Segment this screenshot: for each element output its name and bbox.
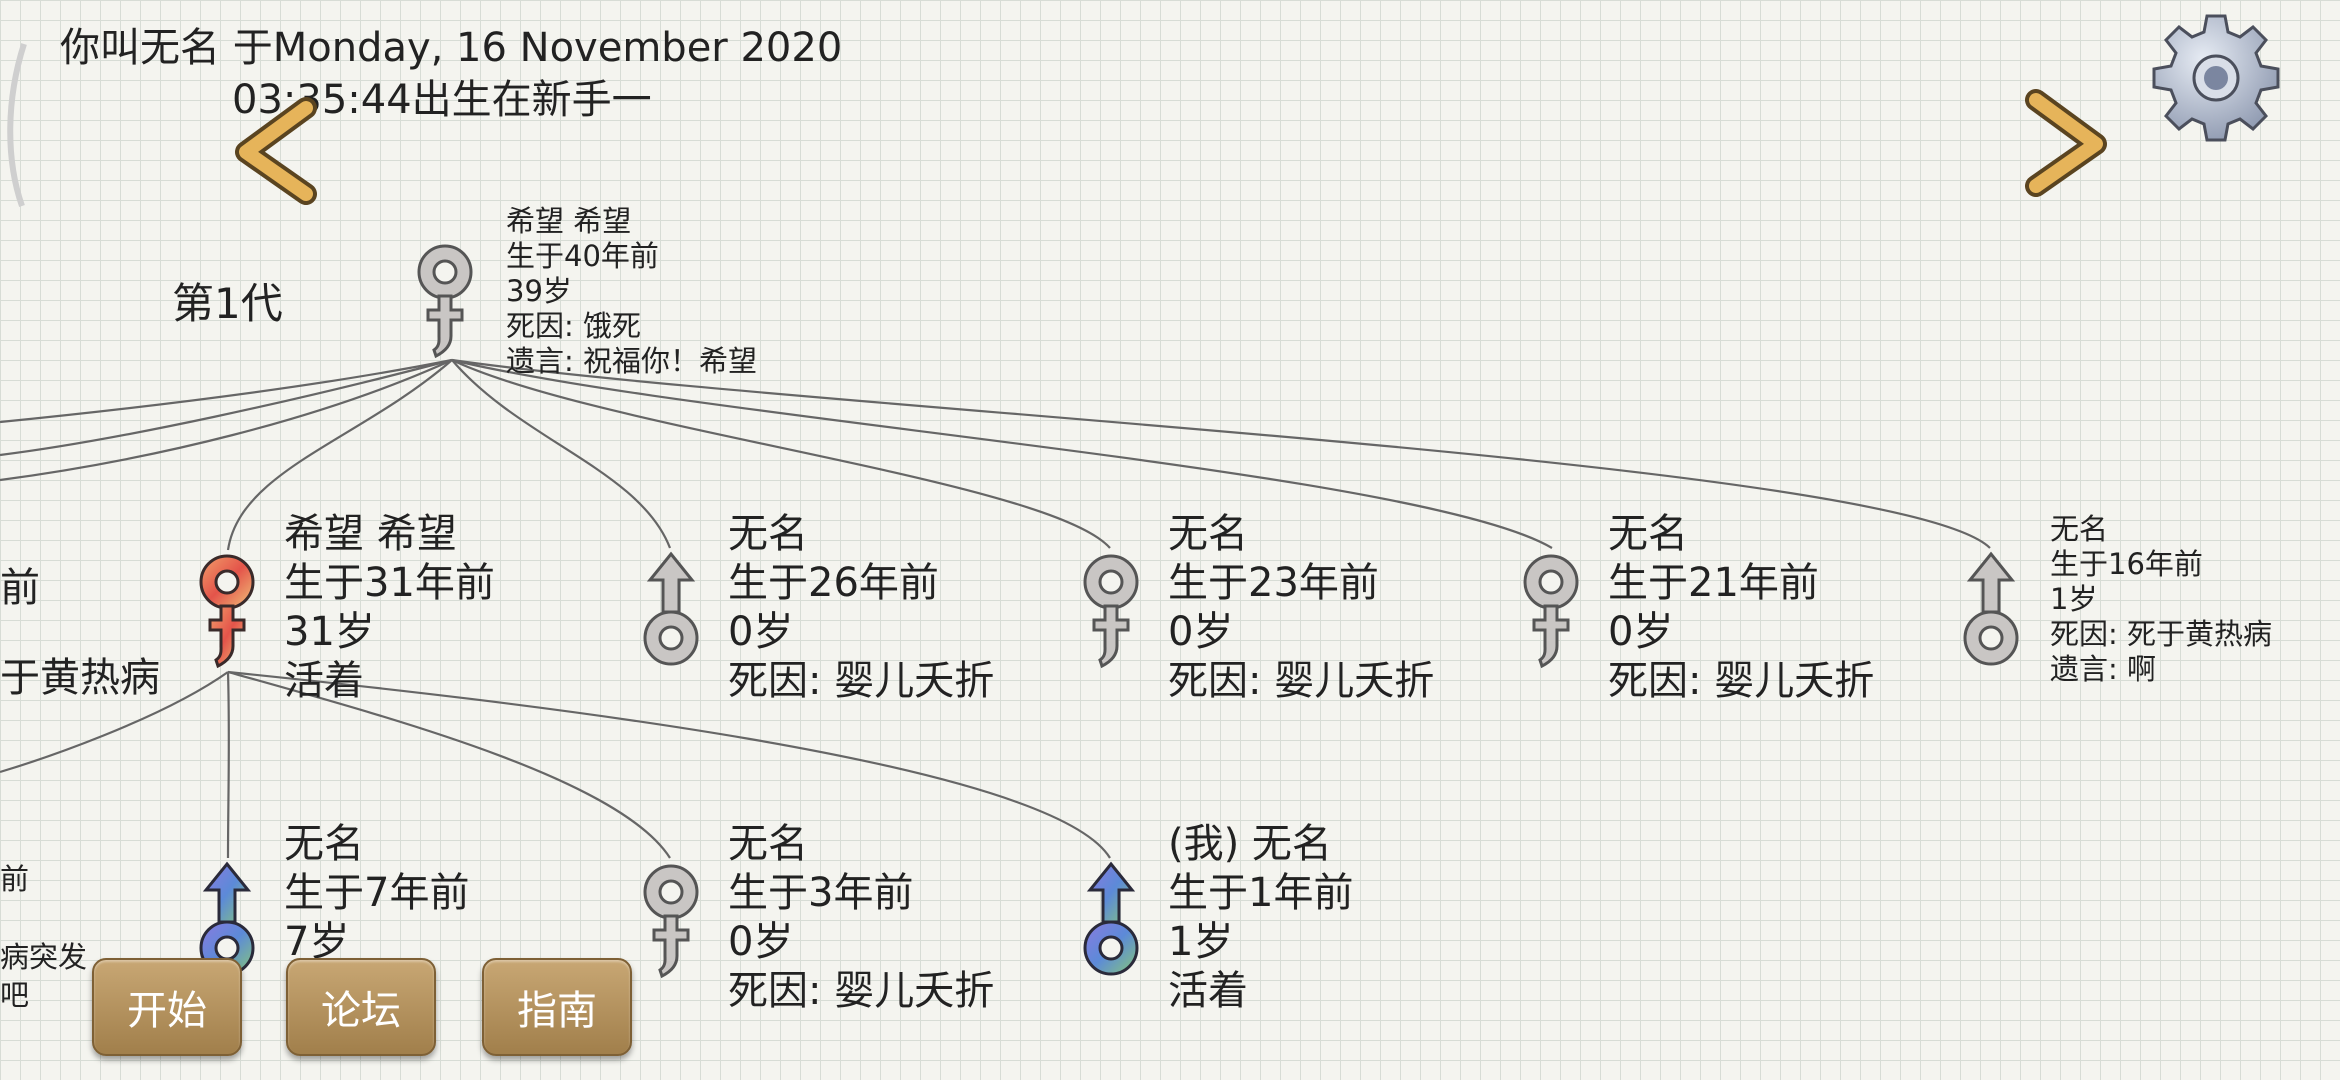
person-name: 希望 希望 — [506, 204, 632, 238]
chevron-left-icon[interactable] — [218, 96, 328, 206]
chevron-right-icon[interactable] — [2012, 88, 2122, 198]
person-info-gen2-1: 希望 希望 生于31年前 31岁 活着 — [284, 510, 495, 706]
forum-button[interactable]: 论坛 — [286, 958, 436, 1056]
person-birth: 生于21年前 — [1608, 560, 1819, 606]
person-age: 0岁 — [728, 919, 794, 965]
person-info-gen3-3: (我) 无名 生于1年前 1岁 活着 — [1168, 820, 1353, 1016]
page-curl-decoration — [7, 43, 27, 207]
person-name: (我) 无名 — [1168, 821, 1332, 867]
person-age: 1岁 — [2050, 582, 2098, 616]
person-status: 活着 — [1168, 968, 1248, 1014]
male-symbol-icon[interactable] — [1080, 858, 1142, 982]
person-age: 0岁 — [1168, 609, 1234, 655]
male-symbol-icon[interactable] — [1960, 548, 2022, 672]
person-status: 活着 — [284, 658, 364, 704]
person-age: 0岁 — [1608, 609, 1674, 655]
birth-info-header: 你叫无名 于Monday, 16 November 2020 03:35:44出… — [60, 22, 842, 126]
female-symbol-icon[interactable] — [414, 240, 476, 360]
person-age: 31岁 — [284, 609, 375, 655]
person-info-gen3-1: 无名 生于7年前 7岁 — [284, 820, 469, 967]
birth-info-line-2: 03:35:44出生在新手一 — [232, 77, 652, 123]
person-birth: 生于3年前 — [728, 870, 914, 916]
offscreen-text-fragment: 前 — [0, 565, 40, 611]
person-last-words: 遗言: 啊 — [2050, 652, 2156, 686]
person-name: 无名 — [1608, 511, 1688, 557]
person-info-gen2-2: 无名 生于26年前 0岁 死因: 婴儿夭折 — [728, 510, 994, 706]
person-birth: 生于7年前 — [284, 870, 470, 916]
person-info-gen2-4: 无名 生于21年前 0岁 死因: 婴儿夭折 — [1608, 510, 1874, 706]
person-info-root: 希望 希望 生于40年前 39岁 死因: 饿死 遗言: 祝福你！希望 — [506, 204, 757, 379]
female-symbol-icon[interactable] — [640, 858, 702, 982]
person-birth: 生于23年前 — [1168, 560, 1379, 606]
person-age: 0岁 — [728, 609, 794, 655]
person-age: 7岁 — [284, 919, 350, 965]
person-birth: 生于1年前 — [1168, 870, 1354, 916]
person-last-words: 遗言: 祝福你！希望 — [506, 344, 757, 378]
person-name: 无名 — [2050, 512, 2109, 546]
female-symbol-icon[interactable] — [1520, 548, 1582, 672]
offscreen-text-fragment: 前 — [0, 862, 30, 896]
guide-button[interactable]: 指南 — [482, 958, 632, 1056]
generation-label: 第1代 — [172, 279, 283, 328]
gear-icon[interactable] — [2148, 10, 2284, 146]
person-death-cause: 死因: 婴儿夭折 — [728, 968, 995, 1014]
person-name: 希望 希望 — [284, 511, 457, 557]
person-birth: 生于16年前 — [2050, 547, 2203, 581]
person-name: 无名 — [728, 511, 808, 557]
person-age: 1岁 — [1168, 919, 1234, 965]
person-info-gen3-2: 无名 生于3年前 0岁 死因: 婴儿夭折 — [728, 820, 994, 1016]
person-age: 39岁 — [506, 274, 572, 308]
male-symbol-icon[interactable] — [640, 548, 702, 672]
female-symbol-icon[interactable] — [196, 548, 258, 672]
person-name: 无名 — [284, 821, 364, 867]
person-info-gen2-3: 无名 生于23年前 0岁 死因: 婴儿夭折 — [1168, 510, 1434, 706]
female-symbol-icon[interactable] — [1080, 548, 1142, 672]
person-birth: 生于40年前 — [506, 239, 659, 273]
offscreen-text-fragment: 病突发 — [0, 940, 88, 974]
offscreen-text-fragment: 吧 — [0, 978, 30, 1012]
person-death-cause: 死因: 婴儿夭折 — [1608, 658, 1875, 704]
start-button[interactable]: 开始 — [92, 958, 242, 1056]
person-death-cause: 死因: 婴儿夭折 — [1168, 658, 1435, 704]
offscreen-text-fragment: 于黄热病 — [0, 655, 160, 701]
person-death-cause: 死因: 婴儿夭折 — [728, 658, 995, 704]
person-birth: 生于26年前 — [728, 560, 939, 606]
person-info-gen2-5: 无名 生于16年前 1岁 死因: 死于黄热病 遗言: 啊 — [2050, 512, 2272, 687]
person-death-cause: 死因: 死于黄热病 — [2050, 617, 2272, 651]
person-birth: 生于31年前 — [284, 560, 495, 606]
birth-info-line-1: 你叫无名 于Monday, 16 November 2020 — [60, 25, 843, 71]
person-death-cause: 死因: 饿死 — [506, 309, 641, 343]
person-name: 无名 — [1168, 511, 1248, 557]
person-name: 无名 — [728, 821, 808, 867]
